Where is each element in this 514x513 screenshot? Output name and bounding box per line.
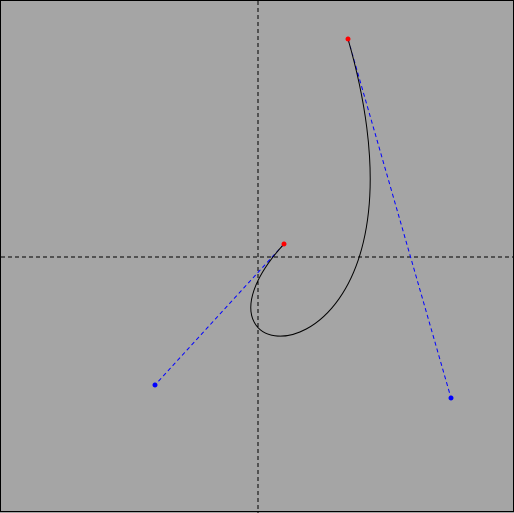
start-point-handle[interactable] xyxy=(281,241,287,247)
control-handle-line-end xyxy=(347,38,452,399)
bezier-curve xyxy=(250,38,371,337)
control-handle-line-start xyxy=(154,243,285,386)
end-point-handle[interactable] xyxy=(345,36,351,42)
control-point-2-handle[interactable] xyxy=(448,395,454,401)
control-point-1-handle[interactable] xyxy=(152,382,158,388)
